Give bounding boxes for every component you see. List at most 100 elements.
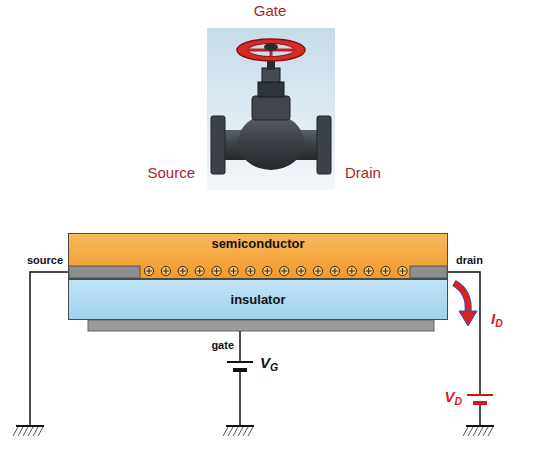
charge-ring bbox=[212, 266, 221, 275]
valve-photo bbox=[207, 28, 335, 190]
charge-ring bbox=[246, 266, 255, 275]
positive-charge bbox=[263, 266, 272, 275]
charge-ring bbox=[297, 266, 306, 275]
positive-charge bbox=[178, 266, 187, 275]
positive-charge bbox=[280, 266, 289, 275]
ground-symbol bbox=[223, 426, 254, 436]
valve-part-name: Source bbox=[147, 164, 195, 181]
drain-contact bbox=[410, 266, 447, 278]
charge-ring bbox=[195, 266, 204, 275]
charge-plus bbox=[250, 268, 251, 274]
charge-ring bbox=[178, 266, 187, 275]
gate-wire bbox=[239, 370, 241, 426]
ground-hatch bbox=[473, 427, 478, 436]
positive-charge bbox=[330, 266, 339, 275]
ground-bar bbox=[226, 425, 254, 427]
charge-plus bbox=[149, 268, 150, 274]
voltage-name: VG bbox=[260, 354, 278, 371]
current-arrow-edge bbox=[454, 283, 468, 312]
charge-plus bbox=[233, 268, 234, 274]
label-slot: Drain bbox=[345, 164, 381, 182]
ground-hatch bbox=[463, 427, 468, 436]
ground-bar bbox=[16, 425, 44, 427]
label-slot: VD bbox=[444, 388, 462, 407]
ground-hatch bbox=[18, 427, 23, 436]
current-arrow-head bbox=[459, 311, 477, 326]
valve-handwheel bbox=[237, 39, 305, 61]
charge-ring bbox=[229, 266, 238, 275]
voltage-name: VD bbox=[444, 388, 462, 405]
ground-hatch bbox=[243, 427, 248, 436]
charge-plus bbox=[284, 268, 285, 274]
valve-flange bbox=[317, 116, 331, 174]
charge-plus bbox=[385, 268, 386, 274]
charge-plus bbox=[182, 268, 183, 274]
positive-charge bbox=[381, 266, 390, 275]
charge-plus bbox=[368, 268, 369, 274]
positive-charge bbox=[398, 266, 407, 275]
valve-bonnet bbox=[252, 96, 290, 120]
charge-ring bbox=[263, 266, 272, 275]
positive-charge bbox=[229, 266, 238, 275]
current-arrow bbox=[454, 283, 477, 326]
ground-bar bbox=[466, 425, 494, 427]
charge-ring bbox=[280, 266, 289, 275]
ground-hatch bbox=[233, 427, 238, 436]
source-wire bbox=[30, 272, 68, 426]
battery-plate bbox=[473, 401, 487, 405]
charge-ring bbox=[381, 266, 390, 275]
gate-electrode bbox=[88, 320, 434, 331]
positive-charge bbox=[297, 266, 306, 275]
charge-plus bbox=[351, 268, 352, 274]
label-slot: drain bbox=[456, 250, 483, 268]
ground-hatch bbox=[38, 427, 43, 436]
valve-nut bbox=[258, 82, 284, 97]
battery-plate bbox=[467, 394, 493, 396]
layer-name: insulator bbox=[231, 292, 286, 307]
battery-symbol bbox=[227, 362, 253, 370]
drain-wire bbox=[479, 403, 481, 426]
current-arrow-shaft bbox=[454, 283, 468, 312]
label-slot: Gate bbox=[254, 2, 287, 20]
ground-hatch bbox=[248, 427, 253, 436]
label-slot: Source bbox=[147, 164, 195, 182]
valve-flange bbox=[211, 116, 225, 174]
ground-symbols bbox=[13, 426, 494, 436]
charge-plus bbox=[216, 268, 217, 274]
current-name: ID bbox=[491, 310, 503, 327]
positive-charge bbox=[144, 266, 153, 275]
positive-charge bbox=[364, 266, 373, 275]
ground-hatch bbox=[488, 427, 493, 436]
charge-ring bbox=[161, 266, 170, 275]
ground-hatch bbox=[223, 427, 228, 436]
source-contact bbox=[69, 266, 140, 278]
drain-wire bbox=[448, 272, 480, 395]
terminal-name: gate bbox=[211, 339, 234, 351]
ground-hatch bbox=[13, 427, 18, 436]
valve-handwheel-hole bbox=[248, 44, 294, 57]
ground-hatch bbox=[483, 427, 488, 436]
valve-body bbox=[238, 114, 304, 170]
positive-charge bbox=[347, 266, 356, 275]
valve-packing bbox=[262, 68, 280, 82]
ground-hatch bbox=[228, 427, 233, 436]
positive-charge bbox=[212, 266, 221, 275]
positive-charge bbox=[161, 266, 170, 275]
ground-hatch bbox=[478, 427, 483, 436]
positive-charge bbox=[313, 266, 322, 275]
photo-ground bbox=[207, 28, 335, 190]
gate-wire bbox=[239, 331, 241, 362]
valve-top-nut bbox=[264, 43, 278, 51]
battery-plate bbox=[233, 368, 247, 372]
terminal-name: drain bbox=[456, 254, 483, 266]
charge-plus bbox=[318, 268, 319, 274]
ground-hatch bbox=[238, 427, 243, 436]
positive-charge bbox=[246, 266, 255, 275]
wires bbox=[30, 272, 480, 426]
ground-hatch bbox=[28, 427, 33, 436]
valve-part-name: Drain bbox=[345, 164, 381, 181]
